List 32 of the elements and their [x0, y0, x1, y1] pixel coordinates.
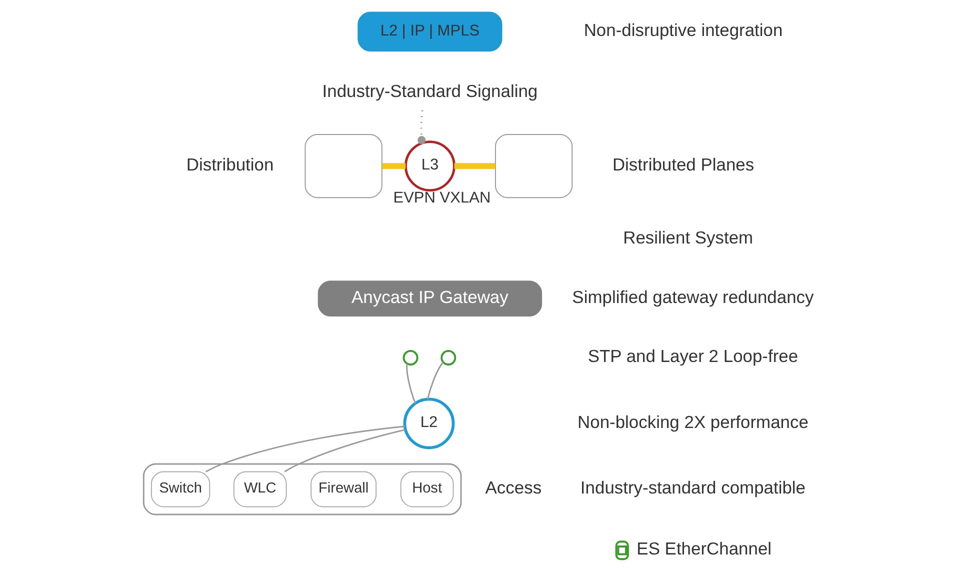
- node-box: Host: [400, 471, 454, 508]
- connector: [426, 362, 444, 400]
- label: Access: [485, 478, 542, 498]
- node-circle: [402, 350, 418, 366]
- label: Distributed Planes: [612, 154, 754, 174]
- connector: [406, 364, 416, 404]
- legend-label: ES EtherChannel: [636, 538, 772, 559]
- node-box: Anycast IP Gateway: [318, 280, 542, 316]
- connector: [454, 163, 496, 169]
- node-box: [304, 134, 382, 198]
- label: Distribution: [186, 154, 274, 174]
- label: Non-blocking 2X performance: [578, 412, 808, 432]
- label: Simplified gateway redundancy: [572, 286, 814, 307]
- node-circle: L3: [404, 140, 456, 192]
- label: Non-disruptive integration: [584, 20, 783, 40]
- connector: [382, 163, 406, 169]
- connector: [284, 428, 406, 472]
- node-box: Switch: [150, 471, 210, 508]
- node-circle: [440, 350, 456, 366]
- label: Industry-standard compatible: [580, 478, 806, 498]
- connector: [418, 110, 426, 144]
- node-box: Firewall: [310, 471, 377, 508]
- node-box: WLC: [233, 471, 287, 508]
- connector: [206, 426, 406, 472]
- node-circle: L2: [403, 398, 455, 450]
- cluster: [142, 463, 462, 516]
- node-text: Industry-Standard Signaling: [322, 81, 538, 102]
- node-box: [494, 134, 573, 198]
- label: STP and Layer 2 Loop-free: [588, 346, 798, 366]
- label: Resilient System: [623, 228, 754, 248]
- node-box: L2 | IP | MPLS: [358, 12, 502, 52]
- node-label: EVPN VXLAN: [393, 189, 491, 206]
